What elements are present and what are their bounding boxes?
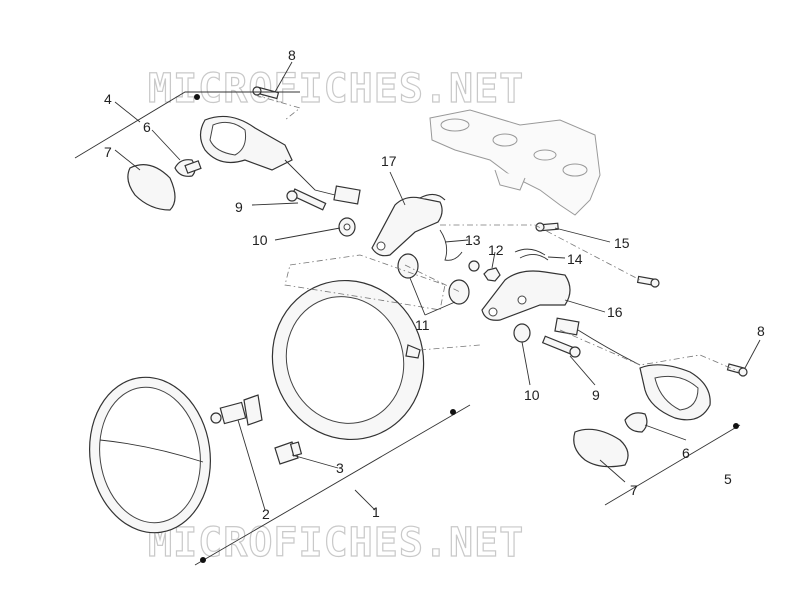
callout-17: 17 bbox=[381, 153, 397, 169]
fork-clamp-ghost bbox=[429, 109, 601, 216]
watermark-top: MICROFICHES.NET bbox=[148, 66, 524, 112]
callout-10-left: 10 bbox=[252, 232, 268, 248]
callout-5: 5 bbox=[724, 471, 732, 487]
callout-1: 1 bbox=[372, 504, 380, 520]
assembly-lines bbox=[254, 94, 741, 373]
callout-8-left: 8 bbox=[288, 47, 296, 63]
callout-16: 16 bbox=[607, 304, 623, 320]
bracket-16 bbox=[481, 270, 571, 321]
headlight-bulb bbox=[210, 394, 263, 426]
small-nut bbox=[468, 260, 480, 272]
callout-10-right: 10 bbox=[524, 387, 540, 403]
right-connector bbox=[554, 317, 641, 366]
right-turn-signal bbox=[639, 364, 711, 421]
headlight-housing bbox=[271, 279, 425, 441]
nut-12 bbox=[483, 267, 501, 282]
group-bracket-5 bbox=[604, 423, 741, 506]
right-lens bbox=[573, 428, 629, 468]
screw-15-upper bbox=[535, 222, 559, 232]
callout-14: 14 bbox=[567, 251, 583, 267]
callout-labels: 8 4 6 7 17 9 10 13 12 14 15 16 11 8 10 9… bbox=[104, 47, 765, 522]
callout-11: 11 bbox=[415, 317, 430, 333]
washer-10-right bbox=[513, 323, 531, 343]
left-turn-signal bbox=[199, 115, 361, 205]
callout-7-right: 7 bbox=[630, 482, 638, 498]
headlight-lens-assembly bbox=[89, 376, 211, 534]
bolt-9-right bbox=[541, 335, 581, 358]
callout-2: 2 bbox=[262, 506, 270, 522]
cable-tie-14 bbox=[514, 248, 549, 261]
damper-11-b bbox=[448, 279, 470, 305]
callout-9-right: 9 bbox=[592, 387, 600, 403]
callout-6-left: 6 bbox=[143, 119, 151, 135]
leader-lines bbox=[114, 61, 761, 511]
left-screw-8 bbox=[252, 86, 280, 100]
callout-6-right: 6 bbox=[682, 445, 690, 461]
callout-15: 15 bbox=[614, 235, 630, 251]
washer-10-left bbox=[338, 217, 356, 237]
damper-11-a bbox=[397, 253, 419, 279]
left-bulb bbox=[174, 159, 202, 177]
callout-8-right: 8 bbox=[757, 323, 765, 339]
group-bracket-1 bbox=[194, 404, 471, 566]
callout-13: 13 bbox=[465, 232, 481, 248]
callout-7-left: 7 bbox=[104, 144, 112, 160]
bolt-9-left bbox=[286, 188, 327, 211]
right-bulb bbox=[624, 412, 648, 433]
bracket-17 bbox=[371, 193, 446, 257]
watermark-bottom: MICROFICHES.NET bbox=[148, 520, 524, 566]
callout-3: 3 bbox=[336, 460, 344, 476]
callout-4: 4 bbox=[104, 91, 112, 107]
left-lens bbox=[127, 164, 176, 211]
right-screw-8 bbox=[726, 363, 748, 377]
group-bracket-4 bbox=[74, 91, 300, 159]
screw-15-lower bbox=[636, 275, 660, 288]
parking-bulb bbox=[274, 441, 303, 465]
callout-12: 12 bbox=[488, 242, 504, 258]
wire-clip-13 bbox=[439, 229, 463, 261]
callout-9-left: 9 bbox=[235, 199, 243, 215]
